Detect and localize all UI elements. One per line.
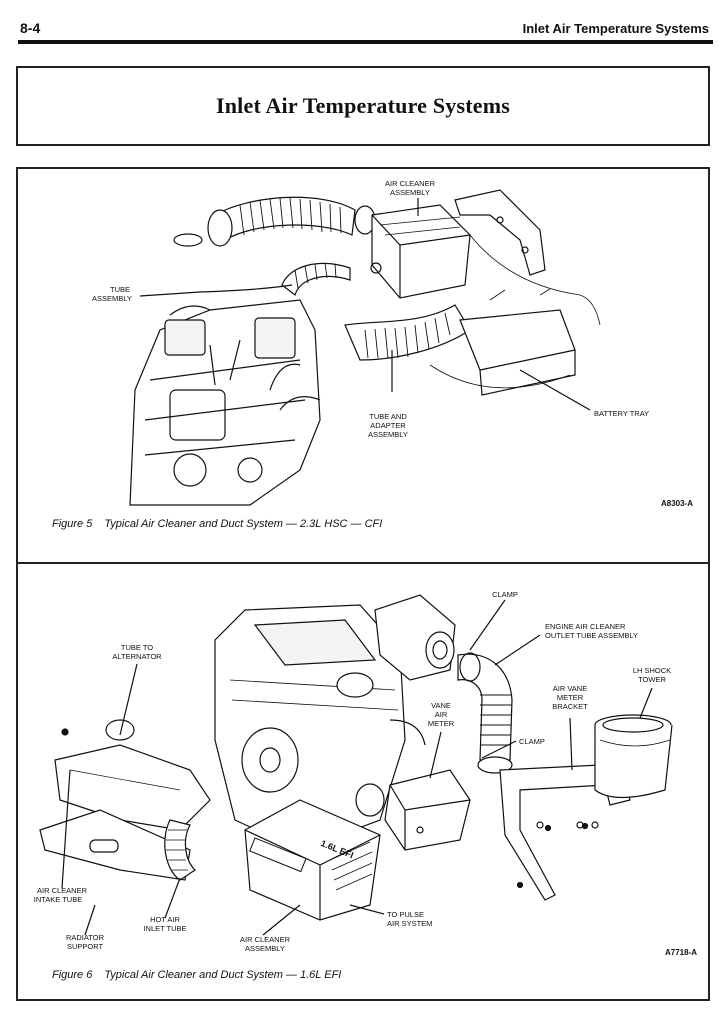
running-header-title: Inlet Air Temperature Systems: [522, 21, 709, 36]
tube-adapter-bellows: [344, 304, 471, 361]
fig5-label-tube-adapter-2: ADAPTER: [370, 421, 406, 430]
fig6-label-hot-air-1: HOT AIR: [150, 915, 180, 924]
figure-divider: [16, 562, 710, 564]
fig6-label-pulse-1: TO PULSE: [387, 910, 424, 919]
fig6-code: A7718-A: [665, 948, 697, 957]
figure6-caption: Figure 6 Typical Air Cleaner and Duct Sys…: [52, 969, 341, 981]
throttle-body: [374, 594, 456, 681]
fig5-label-tube-adapter-1: TUBE AND: [369, 412, 407, 421]
fig6-label-vane-bracket-1: AIR VANE: [553, 684, 587, 693]
fig6-label-vane-meter-1: VANE: [431, 701, 451, 710]
fig5-label-battery-tray: BATTERY TRAY: [594, 409, 649, 418]
header-rule: [18, 40, 713, 44]
fig6-label-hot-air-2: INLET TUBE: [143, 924, 186, 933]
tube-assembly-hose: [281, 262, 351, 297]
fig6-label-vane-meter-2: AIR: [435, 710, 448, 719]
battery-tray: [429, 234, 601, 396]
fig6-label-lh-shock-2: TOWER: [638, 675, 666, 684]
outlet-tube-hose: [457, 652, 513, 774]
fig6-label-intake-tube-2: INTAKE TUBE: [34, 895, 82, 904]
figure6-caption-text: Typical Air Cleaner and Duct System — 1.…: [104, 969, 342, 981]
figure5-number: Figure 5: [52, 518, 93, 530]
mounting-bracket: [454, 189, 546, 276]
fig5-label-tube-2: ASSEMBLY: [92, 294, 132, 303]
page-number: 8-4: [20, 20, 41, 36]
air-cleaner-assembly-box: [244, 799, 381, 921]
figure5-caption-text: Typical Air Cleaner and Duct System — 2.…: [104, 518, 383, 530]
fig6-label-vane-bracket-3: BRACKET: [552, 702, 588, 711]
air-duct-hose: [173, 196, 376, 247]
fig5-label-tube-1: TUBE: [110, 285, 130, 294]
figure6-illustration: [39, 594, 673, 936]
engine-block-2-3l: [129, 299, 321, 506]
fig5-code: A8303-A: [661, 499, 693, 508]
fig5-label-air-cleaner-2: ASSEMBLY: [390, 188, 430, 197]
fig6-label-vane-meter-3: METER: [428, 719, 455, 728]
radiator-support: [39, 809, 191, 881]
figure5-caption: Figure 5 Typical Air Cleaner and Duct Sys…: [52, 518, 382, 530]
air-cleaner-intake-tube: [54, 719, 211, 831]
fig5-label-air-cleaner-1: AIR CLEANER: [385, 179, 436, 188]
vane-air-meter: [384, 769, 471, 851]
figure-frame: [16, 167, 710, 1001]
fig6-label-clamp-top: CLAMP: [492, 590, 518, 599]
fig6-label-tube-alt-1: TUBE TO: [121, 643, 153, 652]
fig6-label-intake-tube-1: AIR CLEANER: [37, 886, 88, 895]
fig6-label-clamp-mid: CLAMP: [519, 737, 545, 746]
fig6-label-engine-outlet-2: OUTLET TUBE ASSEMBLY: [545, 631, 638, 640]
fig5-label-tube-adapter-3: ASSEMBLY: [368, 430, 408, 439]
lh-shock-tower: [594, 714, 673, 799]
engine-block-1-6l: [214, 604, 426, 851]
fig6-label-pulse-2: AIR SYSTEM: [387, 919, 432, 928]
figure6-number: Figure 6: [52, 969, 93, 981]
fig6-label-radiator-1: RADIATOR: [66, 933, 105, 942]
fig6-label-assembly-1: AIR CLEANER: [240, 935, 291, 944]
section-title: Inlet Air Temperature Systems: [215, 93, 511, 118]
fig6-label-radiator-2: SUPPORT: [67, 942, 104, 951]
fig6-label-vane-bracket-2: METER: [557, 693, 584, 702]
fig6-label-lh-shock-1: LH SHOCK: [633, 666, 671, 675]
fig6-label-engine-outlet-1: ENGINE AIR CLEANER: [545, 622, 626, 631]
fig6-label-assembly-2: ASSEMBLY: [245, 944, 285, 953]
air-cleaner-housing: [370, 204, 471, 299]
fig6-label-tube-alt-2: ALTERNATOR: [112, 652, 162, 661]
hot-air-inlet-tube: [164, 819, 196, 881]
figure5-illustration: [129, 189, 601, 506]
section-title-box: Inlet Air Temperature Systems: [16, 66, 710, 146]
